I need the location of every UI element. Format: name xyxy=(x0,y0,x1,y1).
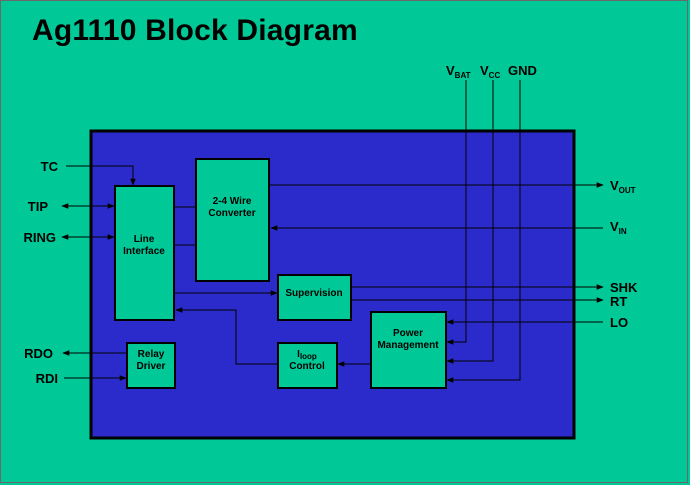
relay-driver-label-1: Relay xyxy=(138,349,165,360)
relay-driver-label-2: Driver xyxy=(137,361,166,372)
pin-rdi: RDI xyxy=(36,371,58,386)
loop-control-block xyxy=(277,342,338,389)
loop-control-label-1: Iloop xyxy=(297,349,317,361)
line-interface-label-1: Line xyxy=(134,234,155,245)
pin-lo: LO xyxy=(610,315,628,330)
pin-vout-main: V xyxy=(610,178,619,193)
power-management-label-1: Power xyxy=(393,328,423,339)
pin-gnd: GND xyxy=(508,63,537,78)
vbat-line xyxy=(446,80,467,345)
loop-control-sub: loop xyxy=(300,352,317,361)
pin-vbat-sub: BAT xyxy=(455,71,471,80)
pin-vout-sub: OUT xyxy=(619,186,636,195)
pin-vcc: VCC xyxy=(480,63,500,80)
wire-converter-label-2: Converter xyxy=(208,208,255,219)
pin-vin-sub: IN xyxy=(619,227,627,236)
line-interface-block xyxy=(114,185,175,321)
page-title: Ag1110 Block Diagram xyxy=(32,14,358,47)
pin-tip: TIP xyxy=(28,199,49,214)
power-management-block xyxy=(370,311,447,389)
wire-converter-label-1: 2-4 Wire xyxy=(213,196,252,207)
line-interface-label-2: Interface xyxy=(123,246,165,257)
pin-tc: TC xyxy=(41,159,59,174)
pin-shk: SHK xyxy=(610,280,638,295)
pin-rdo: RDO xyxy=(24,346,53,361)
pin-vbat: VBAT xyxy=(446,63,471,80)
gnd-line xyxy=(446,80,521,383)
wire-converter-block xyxy=(195,158,270,282)
pin-vin: VIN xyxy=(610,219,627,236)
pin-vcc-sub: CC xyxy=(489,71,501,80)
pin-vout: VOUT xyxy=(610,178,636,195)
power-management-label-2: Management xyxy=(377,340,439,351)
relay-driver-block xyxy=(126,342,176,389)
pin-rt: RT xyxy=(610,294,627,309)
pin-vbat-main: V xyxy=(446,63,455,78)
vcc-line xyxy=(446,80,494,364)
supervision-label: Supervision xyxy=(285,288,342,299)
loop-control-main: I xyxy=(297,349,300,360)
pin-vin-main: V xyxy=(610,219,619,234)
supervision-block xyxy=(277,274,352,321)
pin-ring: RING xyxy=(24,230,57,245)
loop-to-li-line xyxy=(175,307,277,365)
pin-vcc-main: V xyxy=(480,63,489,78)
loop-control-label-2: Control xyxy=(289,361,325,372)
tc-line xyxy=(66,165,136,186)
